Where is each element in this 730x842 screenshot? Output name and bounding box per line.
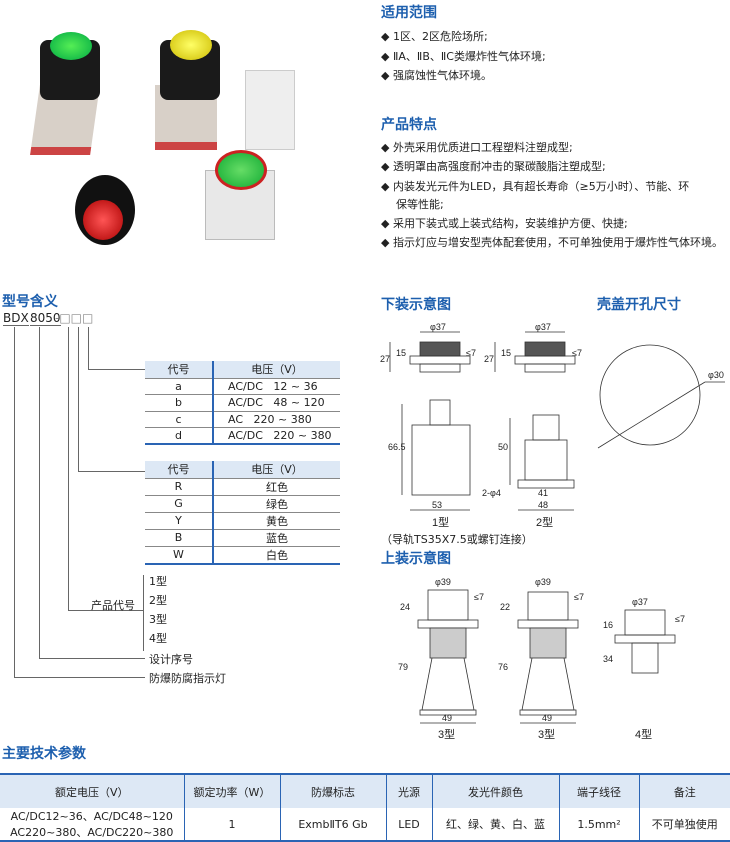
product-photo [0,0,360,250]
type-option: 4型 [149,632,167,645]
design-label: 设计序号 [149,653,193,666]
model-prefix: BDX [3,311,29,326]
svg-text:φ39: φ39 [535,577,551,587]
feature-item: 外壳采用优质进口工程塑料注塑成型; [381,139,573,155]
svg-text:≤7: ≤7 [572,348,582,358]
svg-text:41: 41 [538,488,548,498]
scope-title: 适用范围 [381,5,437,21]
svg-text:φ39: φ39 [435,577,451,587]
specs-title: 主要技术参数 [2,746,86,762]
svg-text:27: 27 [380,354,390,364]
cutout-title: 壳盖开孔尺寸 [597,297,681,313]
svg-text:φ37: φ37 [535,322,551,332]
svg-text:4型: 4型 [635,727,652,741]
svg-text:27: 27 [484,354,494,364]
feature-item: 指示灯应与增安型壳体配套使用，不可单独使用于爆炸性气体环境。 [381,234,723,250]
feature-item: 采用下装式或上装式结构，安装维护方便、快捷; [381,215,628,231]
svg-text:≤7: ≤7 [474,592,484,602]
svg-text:22: 22 [500,602,510,612]
svg-text:2-φ4: 2-φ4 [482,488,501,498]
svg-text:16: 16 [603,620,613,630]
features-title: 产品特点 [381,117,437,133]
type-option: 3型 [149,613,167,626]
bottom-mount-title: 下装示意图 [381,297,451,313]
svg-text:3型: 3型 [538,727,555,741]
top-mount-title: 上装示意图 [381,551,451,567]
model-title: 型号含义 [2,294,58,310]
svg-text:49: 49 [442,713,452,723]
scope-item: ⅡA、ⅡB、ⅡC类爆炸性气体环境; [381,48,546,64]
svg-text:50: 50 [498,442,508,452]
model-placeholders: -□□□ [55,311,94,325]
svg-text:1型: 1型 [432,515,449,529]
model-series: 8050 [30,311,61,326]
svg-text:34: 34 [603,654,613,664]
svg-text:15: 15 [396,348,406,358]
svg-text:2型: 2型 [536,515,553,529]
svg-text:76: 76 [498,662,508,672]
svg-text:φ37: φ37 [632,597,648,607]
type-label: 产品代号 [91,599,135,612]
mount-note: （导轨TS35X7.5或螺钉连接） [381,533,533,546]
svg-text:φ37: φ37 [430,322,446,332]
svg-text:≤7: ≤7 [466,348,476,358]
feature-item: 透明罩由高强度耐冲击的聚碳酸脂注塑成型; [381,158,606,174]
feature-item: 内装发光元件为LED，具有超长寿命（≥5万小时）、节能、环 [381,178,689,194]
svg-text:≤7: ≤7 [675,614,685,624]
svg-text:66.5: 66.5 [388,442,406,452]
scope-item: 强腐蚀性气体环境。 [381,67,492,83]
svg-text:24: 24 [400,602,410,612]
svg-text:3型: 3型 [438,727,455,741]
scope-item: 1区、2区危险场所; [381,28,488,44]
type-option: 2型 [149,594,167,607]
svg-text:15: 15 [501,348,511,358]
product-label: 防爆防腐指示灯 [149,672,226,685]
svg-text:φ30: φ30 [708,370,724,380]
svg-text:48: 48 [538,500,548,510]
feature-item-cont: 保等性能; [396,198,444,211]
svg-text:79: 79 [398,662,408,672]
svg-text:53: 53 [432,500,442,510]
type-option: 1型 [149,575,167,588]
bottom-mount-diagram: φ37 ≤7 27 15 66.5 53 1型 φ37 ≤7 27 15 50 … [380,322,725,529]
svg-text:≤7: ≤7 [574,592,584,602]
svg-text:49: 49 [542,713,552,723]
specs-table: 额定电压（V）额定功率（W）防爆标志光源发光件颜色端子线径备注 AC/DC12~… [0,773,730,842]
